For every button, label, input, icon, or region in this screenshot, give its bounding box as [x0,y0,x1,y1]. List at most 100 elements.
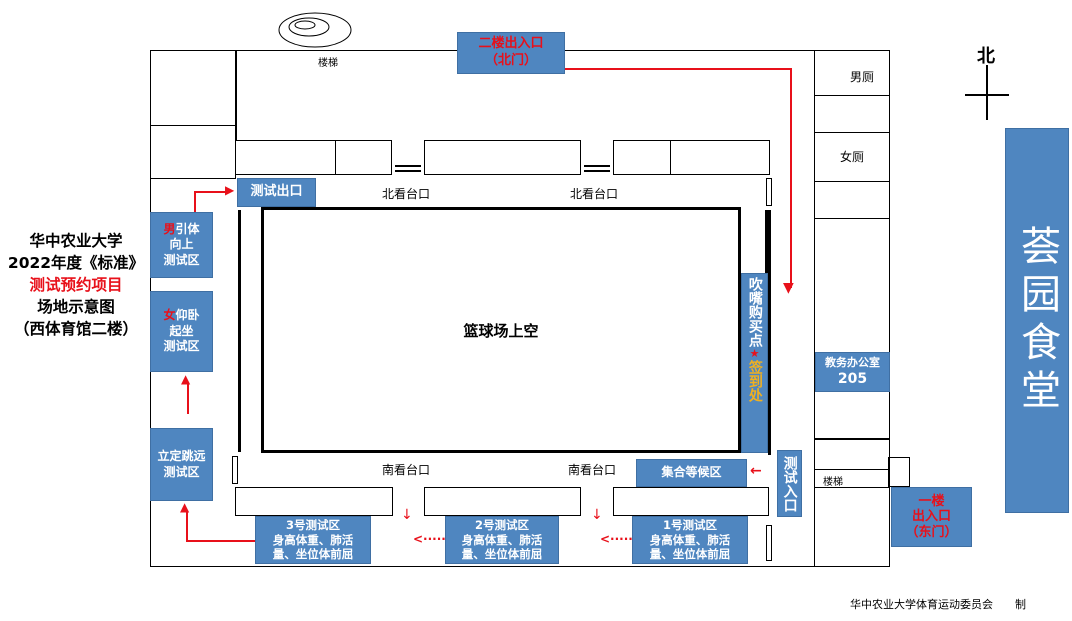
checkin-label: 签到处 [746,360,763,403]
checkin-point[interactable]: 吹嘴购买点 ★ 签到处 [741,273,768,453]
room [814,218,890,353]
title-highlight: 测试预约项目 [29,276,123,294]
room [424,140,581,175]
basketball-court: 篮球场上空 [261,207,741,453]
room [670,140,770,175]
zone-items: 量、坐位体前屈 [461,547,543,562]
left-corridor-wall [235,50,237,140]
zone-label: 立定跳远 [157,448,206,463]
arrow-down-icon: ▼ [783,280,794,296]
map-title: 华中农业大学 2022年度《标准》 测试预约项目 场地示意图 （西体育馆二楼） [0,230,152,340]
stair-bump [888,457,910,487]
left-room [150,50,236,126]
route-arrow [186,540,256,542]
route-arrow [194,191,230,193]
route-arrow [194,191,196,212]
south-stand-label: 南看台口 [568,463,617,477]
door [766,525,772,561]
east-entrance-label: 一楼 [918,493,945,509]
title-line: 华中农业大学 [29,232,123,250]
zone-label: 测试区 [163,464,200,479]
north-entrance[interactable]: 二楼出入口 （北门） [457,32,565,74]
left-room [150,125,236,179]
north-stand-label: 北看台口 [382,187,431,201]
arrow-up-icon: ▲ [180,500,190,514]
route-arrow [187,384,189,414]
room [814,181,890,219]
east-entrance-label: 出入口 [911,509,951,525]
north-label: 北 [977,46,995,67]
star-icon: ★ [749,347,760,360]
zone-title: 1号测试区 [662,518,717,533]
zone-items: 量、坐位体前屈 [649,547,731,562]
room [235,487,393,516]
office-label: 教务办公室 [825,355,880,369]
arrow-left-icon: ← [750,463,762,479]
test-zone-3[interactable]: 3号测试区身高体重、肺活量、坐位体前屈 [255,516,371,564]
waiting-area[interactable]: 集合等候区 [636,459,747,487]
room [613,487,769,516]
route-arrow [186,512,188,542]
title-line: 2022年度《标准》 [7,254,145,272]
zone-items: 量、坐位体前屈 [272,547,354,562]
office-205[interactable]: 教务办公室 205 [815,352,890,392]
pullup-zone[interactable]: 男引体 向上 测试区 [150,212,213,278]
zone-label: 测试区 [163,339,200,354]
situp-zone[interactable]: 女仰卧 起坐 测试区 [150,291,213,372]
mens-toilet-label: 男厕 [850,70,875,84]
gender-label: 男 [163,221,176,236]
mouthpiece-label: 吹嘴购买点 [746,277,763,347]
zone-items: 身高体重、肺活 [272,532,354,547]
stand-wall [238,210,241,452]
room [814,50,890,96]
dotted-arrow-left-icon: <····· [600,532,633,546]
compass-icon [986,65,988,120]
title-line: （西体育馆二楼） [13,320,138,338]
route-arrow [790,68,792,288]
test-exit[interactable]: 测试出口 [237,178,316,207]
test-zone-2[interactable]: 2号测试区身高体重、肺活量、坐位体前屈 [445,516,559,564]
office-number: 205 [837,371,868,388]
north-stand-label: 北看台口 [570,187,619,201]
stairs-label: 楼梯 [318,58,338,69]
room [814,391,890,439]
zone-title: 3号测试区 [285,518,340,533]
test-zone-1[interactable]: 1号测试区身高体重、肺活量、坐位体前屈 [632,516,748,564]
title-line: 场地示意图 [37,298,115,316]
route-arrow [565,68,792,70]
south-stand-label: 南看台口 [382,463,431,477]
court-label: 篮球场上空 [463,321,539,340]
east-entrance-label: （东门） [905,524,958,540]
door [395,165,421,167]
east-entrance[interactable]: 一楼 出入口 （东门） [891,487,972,547]
zone-label: 起坐 [169,323,194,338]
north-entrance-sub: （北门） [484,53,537,68]
footer-credit: 华中农业大学体育运动委员会 制 [850,598,1026,611]
north-entrance-label: 二楼出入口 [478,36,544,52]
zone-label: 向上 [169,237,194,252]
door [232,456,238,484]
room [424,487,581,516]
arrow-down-icon: ↓ [401,507,413,523]
zone-label: 测试区 [163,252,200,267]
door [584,165,610,167]
door [766,178,772,206]
canteen[interactable]: 荟园食堂 [1005,128,1069,513]
door [395,170,421,172]
wall [768,210,771,455]
longjump-zone[interactable]: 立定跳远 测试区 [150,428,213,501]
arrow-down-icon: ↓ [591,507,603,523]
compass-icon [965,94,1009,96]
womens-toilet-label: 女厕 [840,150,865,164]
test-entrance[interactable]: 测试入口 [777,450,802,517]
arrow-right-icon: ▶ [225,183,235,197]
gender-label: 女 [163,308,176,323]
door [584,170,610,172]
zone-label: 仰卧 [175,308,200,323]
room [335,140,392,175]
room [814,487,890,567]
dotted-arrow-left-icon: <····· [413,532,446,546]
zone-items: 身高体重、肺活 [461,532,543,547]
zone-label: 引体 [175,221,200,236]
zone-items: 身高体重、肺活 [649,532,731,547]
